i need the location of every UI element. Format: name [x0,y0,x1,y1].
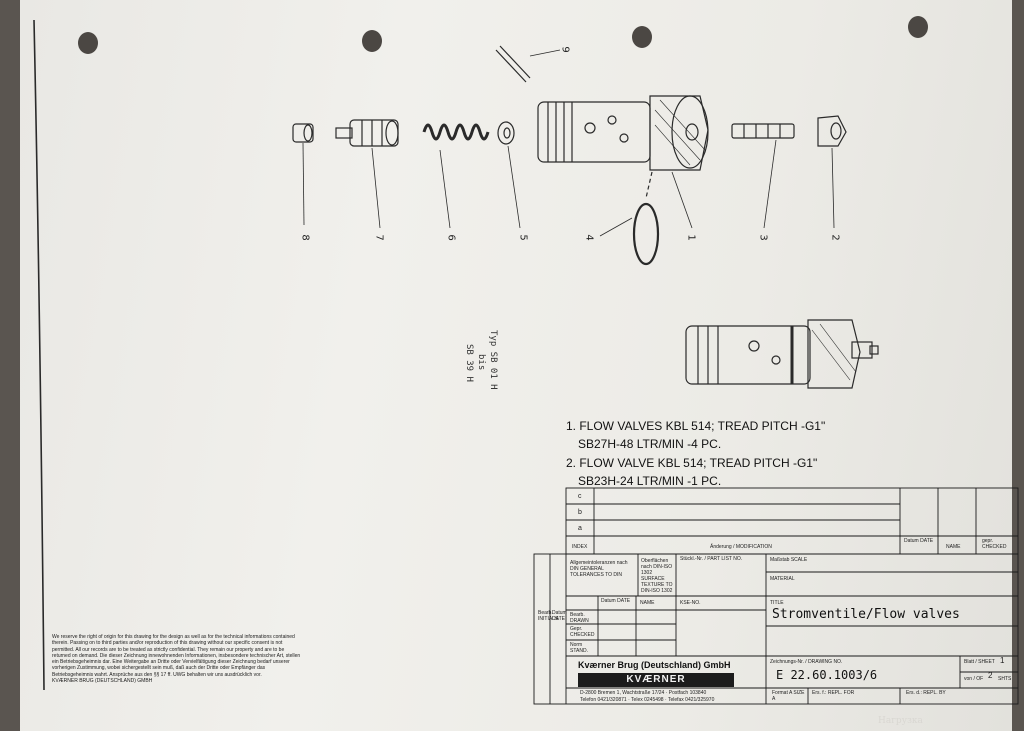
name-column-label: NAME [640,600,655,606]
revision-row-b: b [578,509,582,516]
checked-label: Gepr. CHECKED [570,626,595,638]
kvaerner-logo: KVÆRNER [578,673,734,687]
company-phone: Telefon 0421/320871 · Telex 0245498 · Te… [580,697,715,703]
drawing-title: Stromventile/Flow valves [772,607,960,622]
note-line-1: 1. FLOW VALVES KBL 514; TREAD PITCH -G1" [566,419,826,433]
punch-hole [632,26,652,48]
drawing-sheet [20,0,1012,731]
copyright-disclaimer: We reserve the right of origin for this … [52,634,304,684]
side-label-initials: Bearb. INITIALS [538,610,559,622]
revision-name-label: NAME [946,544,961,550]
part-label-3: 3 [757,234,769,241]
part-8-cap [292,123,314,226]
part-5-washer [497,121,521,229]
part-label-7: 7 [373,234,385,241]
sheet-number: 1 [1000,656,1005,665]
part-1-valve-body [537,95,709,229]
disclaimer-text: We reserve the right of origin for this … [52,634,301,678]
punch-hole [78,32,98,54]
part-label-1: 1 [685,234,697,241]
part-label-9: 9 [559,46,571,53]
company-name: Kværner Brug (Deutschland) GmbH [578,660,731,670]
part-7-piston [335,119,399,229]
replaced-for-label: Ers. f.: REPL. FOR [812,690,855,696]
kse-number-label: KSE-NO. [680,600,701,606]
part-2-nut [817,115,847,229]
note-line-2: SB27H-48 LTR/MIN -4 PC. [578,437,722,451]
punch-hole [908,16,928,38]
type-line-2: bis [476,354,486,371]
surface-texture: Oberflächen nach DIN-ISO 1302 SURFACE TE… [641,558,673,594]
replaced-by-label: Ers. d.: REPL. BY [906,690,946,696]
revision-checked-label: gepr. CHECKED [982,538,1007,550]
date-column-label: Datum DATE [601,598,631,604]
sheets-label: von / OF [964,676,984,682]
sheets-total: 2 [988,671,993,680]
part-label-8: 8 [299,234,311,241]
note-line-4: SB23H-24 LTR/MIN -1 PC. [578,474,722,488]
drawing-number-label: Zeichnungs-Nr. / DRAWING NO. [770,659,843,665]
punch-hole [362,30,382,52]
sheets-word: SHTS [998,676,1012,682]
revision-modification-label: Änderung / MODIFICATION [710,544,772,550]
part-9-pin [495,45,561,83]
part-3-screw [731,123,795,229]
company-address: D-2800 Bremen 1, Wachtstraße 17/24 · Pos… [580,690,707,696]
parts-list-number: Stückl.-Nr. / PART LIST NO. [680,556,743,562]
part-label-6: 6 [445,234,457,241]
title-label: TITLE [770,600,784,606]
sheet-label: Blatt / SHEET [964,659,995,665]
part-label-5: 5 [517,234,529,241]
revision-row-a: a [578,525,582,532]
revision-date-label: Datum DATE [904,538,934,544]
assembled-valve-view [685,319,879,389]
revision-row-c: c [578,493,582,500]
drawn-label: Bearb. DRAWN [570,612,589,624]
norm-label: Norm STAND. [570,642,588,654]
part-6-spring [422,123,490,229]
part-label-2: 2 [829,234,841,241]
material-label: MATERIAL [770,576,795,582]
type-line-3: SB 39 H [464,344,474,382]
revision-index-label: INDEX [572,544,588,550]
part-4-o-ring [599,202,660,266]
disclaimer-owner: KVÆRNER BRUG (DEUTSCHLAND) GMBH [52,678,153,685]
note-line-3: 2. FLOW VALVE KBL 514; TREAD PITCH -G1" [566,456,818,470]
type-line-1: Typ SB 01 H [488,330,498,390]
side-label-date: Datum DATE [552,610,567,622]
part-label-4: 4 [583,234,595,241]
drawing-number: E 22.60.1003/6 [776,668,878,682]
format-label: Format A SIZE A [772,690,805,702]
general-tolerances: Allgemeintoleranzen nach DIN GENERAL TOL… [570,560,628,578]
background-document-text: Нагрузка [878,716,923,726]
title-block-lines [533,487,1019,705]
scale-label: Maßstab SCALE [770,557,808,563]
